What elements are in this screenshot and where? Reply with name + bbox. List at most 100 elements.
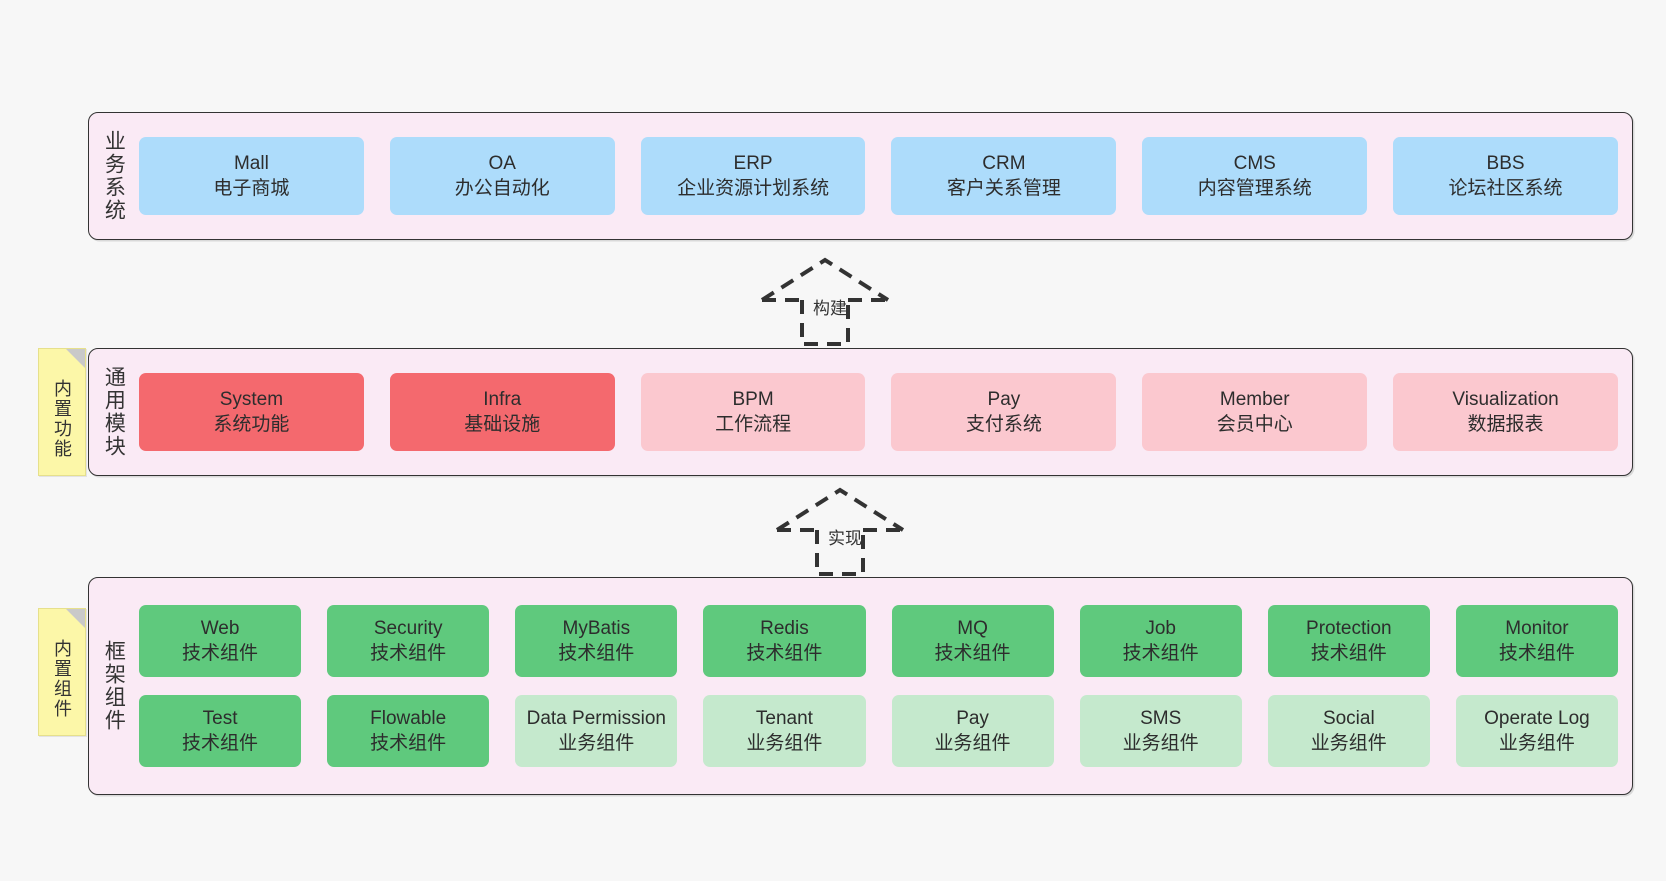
node-pay-component[interactable]: Pay 业务组件 xyxy=(891,695,1054,767)
node-title-en: BPM xyxy=(732,388,774,410)
node-flowable[interactable]: Flowable 技术组件 xyxy=(327,695,490,767)
layer-body-common-module: System 系统功能 Infra 基础设施 BPM 工作流程 Pay 支付系统… xyxy=(137,349,1632,475)
node-monitor[interactable]: Monitor 技术组件 xyxy=(1455,605,1618,677)
node-title-cn: 技术组件 xyxy=(182,733,259,754)
node-title-en: Redis xyxy=(760,617,809,639)
node-title-cn: 技术组件 xyxy=(1310,643,1387,664)
node-title-en: Infra xyxy=(483,388,522,410)
node-title-cn: 技术组件 xyxy=(1498,643,1575,664)
note-label: 内置组件 xyxy=(52,639,72,719)
node-title-cn: 业务组件 xyxy=(558,733,635,754)
node-title-cn: 业务组件 xyxy=(1122,733,1199,754)
connector-build: 构建 xyxy=(740,252,920,362)
node-title-cn: 客户关系管理 xyxy=(946,178,1061,199)
node-title-cn: 数据报表 xyxy=(1467,414,1544,435)
node-title-en: Social xyxy=(1322,707,1375,729)
node-title-en: ERP xyxy=(733,152,773,174)
node-social[interactable]: Social 业务组件 xyxy=(1267,695,1430,767)
layer-business-system: 业务系统 Mall 电子商城 OA 办公自动化 ERP 企业资源计划系统 CRM… xyxy=(88,112,1633,240)
connector-implement: 实现 xyxy=(755,482,935,592)
node-redis[interactable]: Redis 技术组件 xyxy=(703,605,866,677)
layer-body-business-system: Mall 电子商城 OA 办公自动化 ERP 企业资源计划系统 CRM 客户关系… xyxy=(137,113,1632,239)
layer-title-common-module: 通用模块 xyxy=(102,366,126,458)
node-title-cn: 会员中心 xyxy=(1216,414,1293,435)
node-job[interactable]: Job 技术组件 xyxy=(1079,605,1242,677)
node-row: System 系统功能 Infra 基础设施 BPM 工作流程 Pay 支付系统… xyxy=(139,373,1618,451)
node-mq[interactable]: MQ 技术组件 xyxy=(891,605,1054,677)
node-title-cn: 技术组件 xyxy=(558,643,635,664)
node-title-en: Mall xyxy=(233,152,269,174)
node-title-cn: 企业资源计划系统 xyxy=(677,178,830,199)
node-title-en: Job xyxy=(1145,617,1176,639)
layer-title-business-system: 业务系统 xyxy=(102,130,126,222)
node-title-cn: 业务组件 xyxy=(934,733,1011,754)
node-title-en: MyBatis xyxy=(562,617,631,639)
node-title-en: Visualization xyxy=(1452,388,1559,410)
node-title-cn: 技术组件 xyxy=(934,643,1011,664)
node-title-cn: 工作流程 xyxy=(715,414,792,435)
node-row: Mall 电子商城 OA 办公自动化 ERP 企业资源计划系统 CRM 客户关系… xyxy=(139,137,1618,215)
node-row: Web 技术组件 Security 技术组件 MyBatis 技术组件 Redi… xyxy=(139,605,1618,677)
dashed-arrow-up-icon xyxy=(775,487,905,576)
node-title-en: BBS xyxy=(1486,152,1525,174)
node-title-cn: 办公自动化 xyxy=(454,178,550,199)
node-title-en: Member xyxy=(1219,388,1290,410)
node-sms[interactable]: SMS 业务组件 xyxy=(1079,695,1242,767)
node-erp[interactable]: ERP 企业资源计划系统 xyxy=(640,137,866,215)
node-security[interactable]: Security 技术组件 xyxy=(327,605,490,677)
node-title-cn: 技术组件 xyxy=(182,643,259,664)
node-tenant[interactable]: Tenant 业务组件 xyxy=(703,695,866,767)
node-title-en: Flowable xyxy=(370,707,447,729)
node-bbs[interactable]: BBS 论坛社区系统 xyxy=(1393,137,1618,215)
node-title-en: System xyxy=(219,388,284,410)
node-title-cn: 内容管理系统 xyxy=(1197,178,1312,199)
note-label: 内置功能 xyxy=(52,379,72,459)
node-title-en: Pay xyxy=(956,707,989,729)
node-title-cn: 系统功能 xyxy=(213,414,290,435)
layer-body-framework-component: Web 技术组件 Security 技术组件 MyBatis 技术组件 Redi… xyxy=(137,578,1632,794)
node-infra[interactable]: Infra 基础设施 xyxy=(389,373,615,451)
node-title-en: Pay xyxy=(987,388,1021,410)
node-title-en: CRM xyxy=(982,152,1026,174)
node-pay-module[interactable]: Pay 支付系统 xyxy=(891,373,1117,451)
node-title-en: CMS xyxy=(1233,152,1276,174)
node-data-permission[interactable]: Data Permission 业务组件 xyxy=(515,695,678,767)
node-row: Test 技术组件 Flowable 技术组件 Data Permission … xyxy=(139,695,1618,767)
node-title-en: Test xyxy=(202,707,238,729)
node-title-en: Protection xyxy=(1306,617,1392,639)
node-title-cn: 论坛社区系统 xyxy=(1448,178,1563,199)
node-visualization[interactable]: Visualization 数据报表 xyxy=(1393,373,1618,451)
node-title-en: Web xyxy=(200,617,240,639)
note-builtin-component: 内置组件 xyxy=(38,608,86,736)
node-test[interactable]: Test 技术组件 xyxy=(139,695,302,767)
node-system[interactable]: System 系统功能 xyxy=(139,373,364,451)
node-title-cn: 技术组件 xyxy=(370,733,447,754)
node-title-cn: 电子商城 xyxy=(213,178,290,199)
node-oa[interactable]: OA 办公自动化 xyxy=(389,137,615,215)
layer-title-framework-component: 框架组件 xyxy=(102,640,126,732)
node-title-en: Monitor xyxy=(1505,617,1569,639)
node-web[interactable]: Web 技术组件 xyxy=(139,605,302,677)
node-title-en: Operate Log xyxy=(1484,707,1590,729)
node-title-en: SMS xyxy=(1140,707,1182,729)
node-title-en: Tenant xyxy=(755,707,813,729)
node-bpm[interactable]: BPM 工作流程 xyxy=(640,373,866,451)
node-operate-log[interactable]: Operate Log 业务组件 xyxy=(1455,695,1618,767)
node-crm[interactable]: CRM 客户关系管理 xyxy=(891,137,1117,215)
node-member[interactable]: Member 会员中心 xyxy=(1142,373,1368,451)
node-mybatis[interactable]: MyBatis 技术组件 xyxy=(515,605,678,677)
node-title-cn: 支付系统 xyxy=(965,414,1042,435)
node-title-cn: 业务组件 xyxy=(746,733,823,754)
dashed-arrow-up-icon xyxy=(760,257,890,346)
note-builtin-function: 内置功能 xyxy=(38,348,86,476)
node-title-en: Data Permission xyxy=(526,707,666,729)
node-title-cn: 技术组件 xyxy=(370,643,447,664)
node-mall[interactable]: Mall 电子商城 xyxy=(139,137,364,215)
node-cms[interactable]: CMS 内容管理系统 xyxy=(1142,137,1368,215)
node-title-cn: 基础设施 xyxy=(464,414,541,435)
node-protection[interactable]: Protection 技术组件 xyxy=(1267,605,1430,677)
node-title-cn: 技术组件 xyxy=(1122,643,1199,664)
node-title-en: MQ xyxy=(957,617,988,639)
node-title-cn: 技术组件 xyxy=(746,643,823,664)
